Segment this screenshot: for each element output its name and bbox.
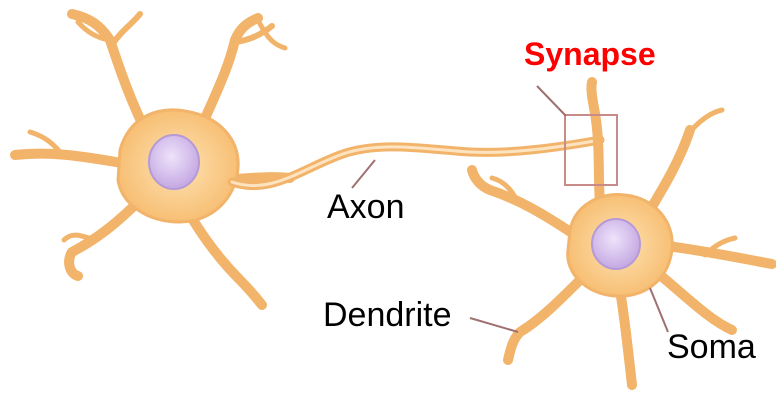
axon (232, 140, 600, 186)
left-neuron (15, 14, 290, 305)
dendrite-label: Dendrite (323, 298, 452, 332)
axon-leader (352, 160, 375, 188)
synapse-label: Synapse (524, 38, 656, 70)
axon-label: Axon (327, 190, 405, 224)
soma-leader (650, 288, 668, 332)
soma-label: Soma (667, 330, 756, 364)
dendrite-leader (470, 318, 518, 332)
synapse-box (565, 115, 617, 185)
left-nucleus (149, 135, 199, 189)
synapse-leader (537, 86, 566, 116)
right-nucleus (592, 219, 640, 269)
